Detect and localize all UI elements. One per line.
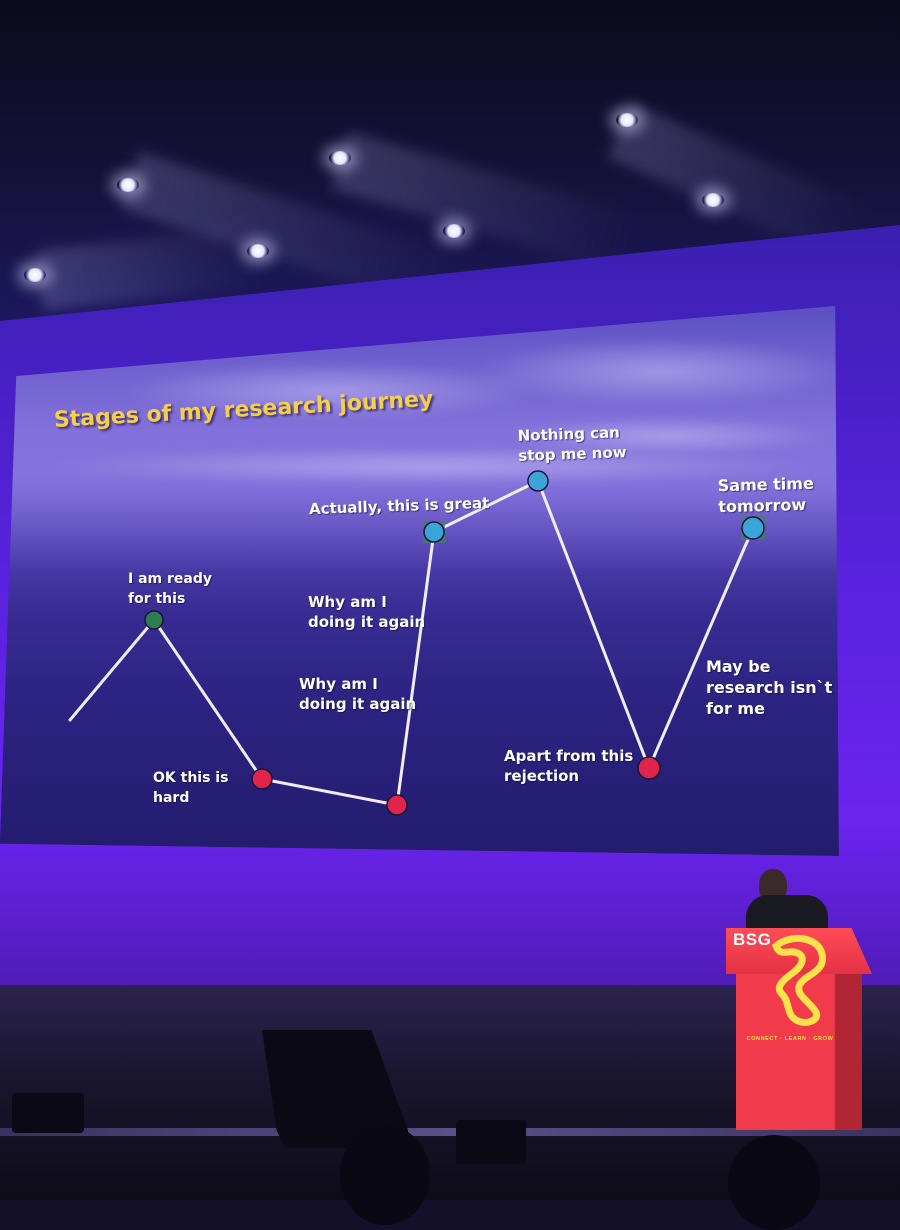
audience-head-silhouette	[340, 1125, 430, 1225]
journey-segment	[68, 618, 156, 722]
stage-label-why-lower: Why am I doing it again	[299, 675, 417, 713]
journey-line-diagram	[68, 470, 765, 816]
stage-marker-hard	[251, 768, 273, 790]
journey-segment	[152, 618, 264, 781]
journey-segment	[395, 530, 436, 807]
stage-label-hard: OK this is hard	[153, 770, 229, 806]
ceiling-spotlight	[616, 113, 638, 127]
stage-label-ready: I am ready for this	[128, 571, 212, 607]
stage-monitor-speaker	[12, 1093, 84, 1133]
slide-cloud	[500, 416, 830, 456]
ceiling-spotlight	[443, 224, 465, 238]
stage-edge	[0, 1128, 900, 1136]
stage-label-rejection: Apart from this rejection	[504, 747, 634, 785]
podium-logo-icon	[771, 934, 826, 1026]
stage-label-tomorrow: Same time tomorrow	[717, 473, 815, 517]
slide-cloud	[40, 446, 820, 486]
stage-markers	[144, 470, 765, 816]
audience-head-silhouette	[728, 1135, 820, 1230]
ceiling-spotlight	[702, 193, 724, 207]
ceiling-spotlight	[117, 178, 139, 192]
ceiling-spotlight	[24, 268, 46, 282]
stage-marker-great	[423, 521, 445, 543]
podium-brand-text: BSG	[733, 930, 772, 949]
stage-label-why-upper: Why am I doing it again	[308, 593, 426, 631]
stage-marker-rejection	[637, 756, 661, 780]
podium-tagline: CONNECT · LEARN · GROW	[746, 1036, 834, 1042]
journey-segment	[647, 526, 755, 770]
stage-label-peak: Nothing can stop me now	[517, 423, 627, 465]
stage-marker-ready	[144, 610, 164, 630]
projection-screen	[0, 306, 839, 856]
stage-label-doubt: May be research isn`t for me	[706, 657, 833, 718]
slide-cloud	[470, 336, 839, 406]
stage-monitor-speaker	[456, 1120, 526, 1164]
journey-segment	[260, 777, 399, 807]
slide-sea-sky-background	[0, 306, 839, 856]
stage-marker-tomorrow	[741, 516, 765, 540]
journey-segment	[432, 479, 540, 534]
ceiling-spotlight	[247, 244, 269, 258]
journey-path	[68, 479, 755, 807]
stage-marker-peak	[527, 470, 549, 492]
ceiling-spotlight	[329, 151, 351, 165]
stage-marker-low	[386, 794, 408, 816]
journey-segment	[536, 479, 651, 770]
slide-cloud	[120, 361, 540, 421]
